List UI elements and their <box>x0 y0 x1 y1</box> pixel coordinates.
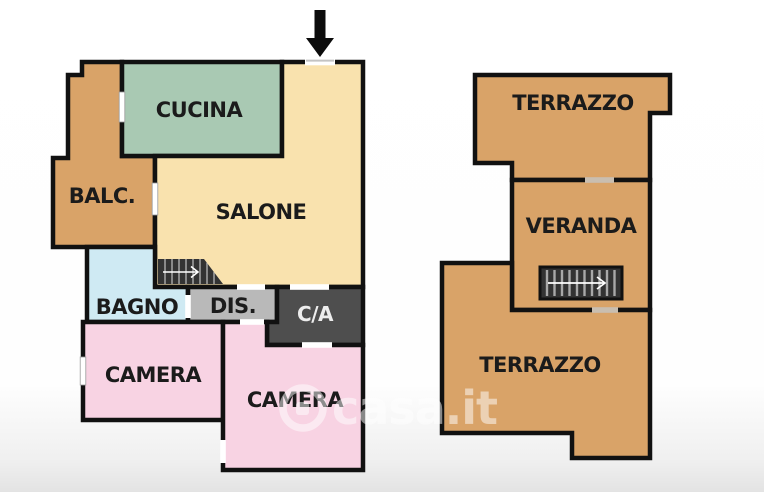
room-bagno-label: BAGNO <box>96 295 178 319</box>
room-salone-label: SALONE <box>216 200 307 224</box>
door-gap <box>585 177 614 183</box>
stairs-icon <box>158 259 223 284</box>
window-gap <box>118 91 126 123</box>
door-gap <box>290 284 329 290</box>
door-window-gaps-left <box>79 58 335 463</box>
room-disimpegno-label: DIS. <box>210 294 256 318</box>
door-gap <box>592 307 618 313</box>
watermark-logo-icon <box>279 384 327 432</box>
stairs-direction-arrow-icon <box>163 265 200 279</box>
entrance-door-gap <box>305 58 335 66</box>
room-cucina-label: CUCINA <box>156 98 244 122</box>
watermark: casa.it <box>279 381 498 435</box>
room-camera-2-area <box>220 319 366 473</box>
stairs-direction-arrow-icon <box>548 276 607 290</box>
room-camera-1-label: CAMERA <box>105 363 203 387</box>
floor-plan-left: CUCINA BALC. SALONE BAGNO DIS. C/A CAMER… <box>50 10 366 473</box>
room-cabina-armadio-label: C/A <box>297 302 334 326</box>
room-balcone-label: BALC. <box>69 184 136 208</box>
stairs-icon <box>538 265 624 301</box>
floor-plan-right: TERRAZZO VERANDA TERRAZZO <box>439 72 673 461</box>
window-gap <box>79 356 87 386</box>
door-gap <box>185 295 191 318</box>
door-gap <box>302 342 332 348</box>
entrance-arrow-icon <box>306 10 334 57</box>
door-gap <box>220 440 226 463</box>
door-gap <box>240 319 264 325</box>
watermark-text: casa.it <box>332 381 497 435</box>
window-gap <box>151 182 159 216</box>
door-gap <box>237 284 265 290</box>
room-terrazzo-top-label: TERRAZZO <box>512 91 634 115</box>
room-veranda-label: VERANDA <box>526 214 638 238</box>
room-terrazzo-bottom-label: TERRAZZO <box>479 353 601 377</box>
